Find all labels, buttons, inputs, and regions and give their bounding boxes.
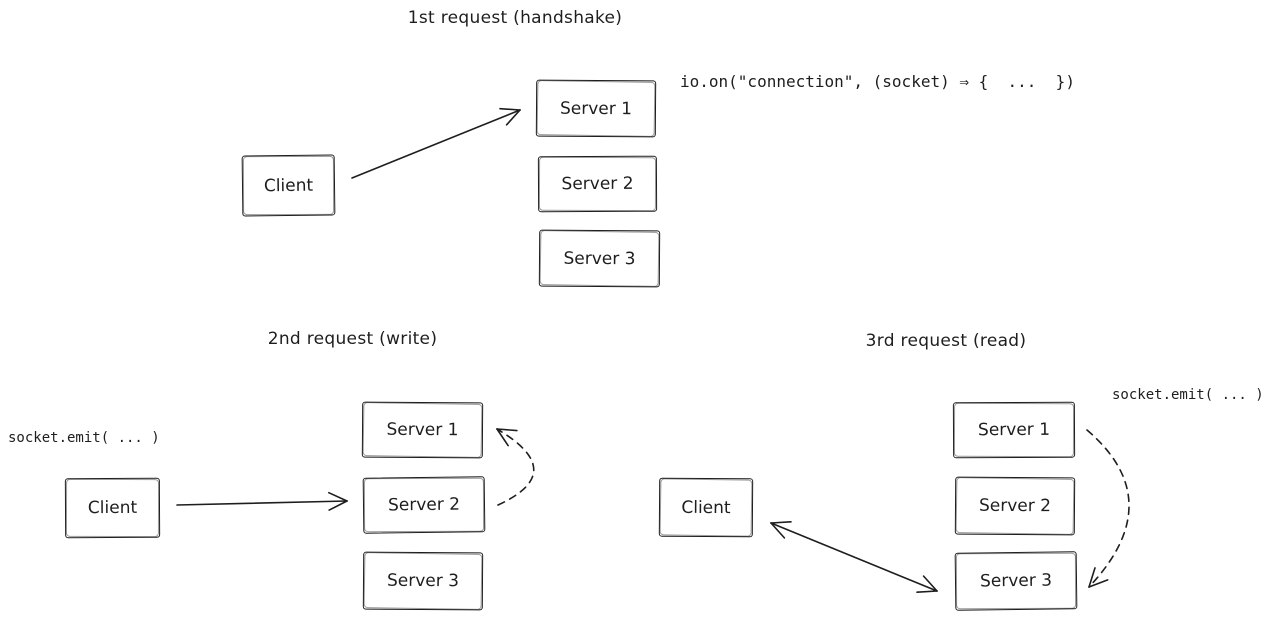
section-write-title: 2nd request (write): [267, 329, 438, 349]
section-read-title: 3rd request (read): [865, 331, 1027, 351]
section-handshake-title: 1st request (handshake): [407, 8, 623, 28]
write-code-annotation: socket.emit( ... ): [8, 430, 160, 446]
read-code-annotation: socket.emit( ... ): [1112, 387, 1264, 403]
client-to-server2-arrow: [176, 491, 348, 511]
server2-to-server1-dashed-arrow: [496, 428, 535, 506]
handshake-code-annotation: io.on("connection", (socket) ⇒ { ... }): [680, 72, 1075, 91]
server3-client-double-arrow: [770, 521, 938, 593]
client-to-server1-arrow: [351, 107, 521, 179]
server1-to-server3-dashed-arrow: [1086, 429, 1130, 588]
